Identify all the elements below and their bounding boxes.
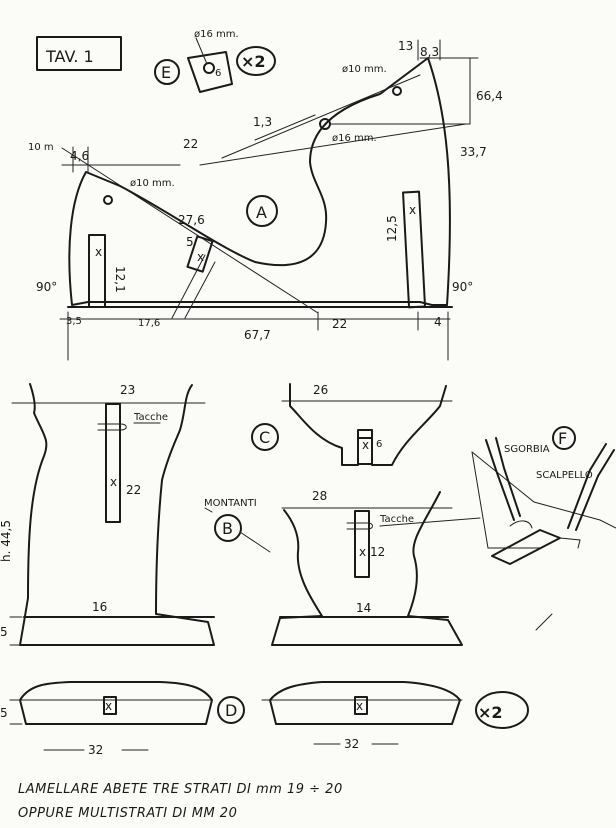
label-height: h. 44,5 [0, 520, 13, 562]
dim-33-7: 33,7 [460, 145, 487, 159]
dim-10m: 10 m [28, 142, 54, 153]
label-scalpello: SCALPELLO [536, 470, 593, 481]
dim-26: 26 [313, 383, 328, 397]
dim-4: 4 [434, 315, 442, 329]
label-montanti: MONTANTI [204, 498, 257, 509]
angle-right: 90° [452, 280, 473, 294]
part-e: E ø16 mm. 6 ×2 [154, 29, 276, 93]
angle-left: 90° [36, 280, 57, 294]
dim-10-left: ø10 mm. [130, 178, 175, 189]
dim-e-6: 6 [215, 68, 221, 79]
material-note-2: OPPURE MULTISTRATI DI MM 20 [18, 806, 238, 821]
dim-10-top: ø10 mm. [342, 64, 387, 75]
part-b-right: x 28 12 14 Tacche B MONTANTI [204, 489, 481, 646]
dim-5-left-a: 5 [0, 625, 8, 639]
label-tacche-b: Tacche [133, 412, 168, 423]
dim-16-b: 16 [92, 600, 107, 614]
dim-23: 23 [120, 383, 135, 397]
slot-b-x: x [110, 475, 117, 489]
part-b-label: B [222, 519, 233, 538]
dim-22-bot: 22 [332, 317, 347, 331]
dim-13: 13 [398, 39, 413, 53]
part-a: x x x A ø10 mm. ø16 mm. ø10 mm. 13 8,3 6… [28, 39, 503, 361]
dim-27-6: 27,6 [178, 213, 205, 227]
dim-4-6: 4,6 [70, 149, 89, 163]
part-c-label: C [259, 428, 270, 447]
slot-b2-x: x [359, 545, 366, 559]
dim-12-1: 12,1 [113, 266, 127, 293]
part-a-label: A [256, 203, 267, 222]
dim-14: 14 [356, 601, 371, 615]
part-f-label: F [558, 429, 567, 448]
label-tacche-b2: Tacche [379, 514, 414, 525]
dim-3-5: 3,5 [66, 316, 82, 327]
part-e-label: E [161, 63, 171, 82]
title-block: TAV. 1 [36, 36, 122, 71]
dim-8-3: 8,3 [420, 45, 439, 59]
part-c: x 6 26 C [251, 383, 453, 466]
dim-5-left-b: 5 [0, 706, 8, 720]
dim-32-left: 32 [88, 743, 103, 757]
slot-x-mid: x [197, 250, 204, 264]
dim-16-a: ø16 mm. [332, 133, 377, 144]
x2-bottom: ×2 [478, 703, 503, 722]
part-d-label: D [225, 701, 237, 720]
dim-6-c: 6 [376, 439, 382, 450]
slot-x-left: x [95, 245, 102, 259]
x2-top: ×2 [241, 52, 266, 71]
slot-x-right: x [409, 203, 416, 217]
slot-c-x: x [362, 438, 369, 452]
dim-67-7: 67,7 [244, 328, 271, 342]
title-text: TAV. 1 [45, 47, 94, 66]
dim-17-6: 17,6 [138, 318, 160, 329]
label-sgorbia: SGORBIA [504, 444, 550, 455]
part-d: x 5 32 x 32 D ×2 [0, 681, 529, 757]
slot-d-x: x [105, 699, 112, 713]
dim-22-slot: 22 [126, 483, 141, 497]
part-f: F SGORBIA SCALPELLO [471, 426, 616, 565]
dim-28: 28 [312, 489, 327, 503]
dim-5-a: 5 [186, 235, 194, 249]
dim-1-3: 1,3 [253, 115, 272, 129]
part-b-left: x Tacche 23 22 16 h. 44,5 5 [0, 383, 215, 646]
dim-12: 12 [370, 545, 385, 559]
material-note-1: LAMELLARE ABETE TRE STRATI DI mm 19 ÷ 20 [18, 782, 343, 797]
dim-32-right: 32 [344, 737, 359, 751]
dim-e-16: ø16 mm. [194, 29, 239, 40]
slot-d2-x: x [356, 699, 363, 713]
dim-22-top: 22 [183, 137, 198, 151]
dim-12-5: 12,5 [385, 215, 399, 242]
dim-66-4: 66,4 [476, 89, 503, 103]
